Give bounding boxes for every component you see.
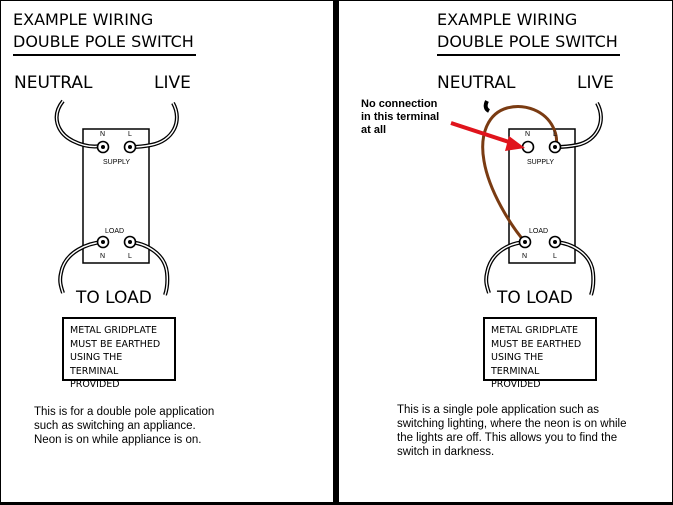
earth-line: USING THE (491, 352, 544, 363)
left-title: EXAMPLE WIRING DOUBLE POLE SWITCH (13, 9, 196, 56)
right-brown-link-wire (481, 105, 559, 243)
right-title: EXAMPLE WIRING DOUBLE POLE SWITCH (437, 9, 620, 56)
right-earth-notice: METAL GRIDPLATE MUST BE EARTHED USING TH… (483, 317, 597, 390)
earth-line: MUST BE EARTHED (491, 338, 582, 350)
callout-line: in this terminal (361, 111, 440, 123)
note-line: This is for a double pole application (34, 406, 215, 418)
earth-line: MUST BE EARTHED (70, 338, 161, 350)
left-neutral-label: NEUTRAL (14, 73, 93, 93)
left-title-line2: DOUBLE POLE SWITCH (13, 32, 194, 51)
right-to-load-label: TO LOAD (497, 288, 573, 308)
right-neutral-label: NEUTRAL (437, 73, 516, 93)
right-terminal-l-bottom-label: L (553, 253, 557, 260)
right-live-label: LIVE (577, 73, 614, 93)
left-terminal-l-top-label: L (128, 131, 132, 138)
earth-line: METAL GRIDPLATE (491, 325, 578, 336)
right-description: This is a single pole application such a… (397, 403, 627, 459)
right-callout-arrowhead (505, 136, 525, 151)
right-supply-label: SUPPLY (527, 159, 555, 166)
left-description: This is for a double pole application su… (34, 405, 214, 447)
right-callout-text: No connection in this terminal at all (361, 98, 439, 137)
note-line: the lights are off. This allows you to f… (397, 432, 618, 444)
left-diagram-panel: EXAMPLE WIRING DOUBLE POLE SWITCH NEUTRA… (1, 1, 333, 502)
right-switch-diagram (450, 100, 603, 296)
right-callout-arrow (450, 121, 516, 146)
earth-line: METAL GRIDPLATE (70, 325, 157, 336)
left-terminal-n-top-label: N (100, 131, 106, 138)
note-line: This is a single pole application such a… (397, 404, 600, 416)
right-title-line1: EXAMPLE WIRING (437, 10, 578, 29)
note-line: switching lighting, where the neon is on… (397, 418, 627, 430)
earth-line: TERMINAL PROVIDED (70, 365, 120, 391)
left-to-load-label: TO LOAD (76, 288, 152, 308)
note-line: Neon is on while appliance is on. (34, 434, 202, 446)
callout-line: No connection (361, 98, 438, 110)
callout-line: at all (361, 124, 387, 136)
right-diagram-panel: EXAMPLE WIRING DOUBLE POLE SWITCH NEUTRA… (339, 1, 672, 502)
left-earth-notice: METAL GRIDPLATE MUST BE EARTHED USING TH… (62, 317, 176, 390)
left-terminal-l-bottom-label: L (128, 253, 132, 260)
right-terminal-n-top-label: N (525, 131, 531, 138)
left-load-label: LOAD (105, 228, 125, 235)
left-terminal-n-bottom-label: N (100, 253, 106, 260)
left-supply-label: SUPPLY (103, 159, 131, 166)
right-terminal-n-supply-empty (521, 140, 535, 154)
right-load-label: LOAD (529, 228, 549, 235)
note-line: switch in darkness. (397, 446, 495, 458)
left-switch-diagram (54, 99, 179, 296)
earth-line: TERMINAL PROVIDED (491, 365, 541, 391)
earth-line: USING THE (70, 352, 123, 363)
right-terminal-l-top-label: L (553, 131, 557, 138)
left-switch-body (82, 128, 150, 264)
right-title-line2: DOUBLE POLE SWITCH (437, 32, 618, 51)
left-live-label: LIVE (154, 73, 191, 93)
left-title-line1: EXAMPLE WIRING (13, 10, 154, 29)
right-terminal-n-bottom-label: N (522, 253, 528, 260)
note-line: such as switching an appliance. (34, 420, 196, 432)
